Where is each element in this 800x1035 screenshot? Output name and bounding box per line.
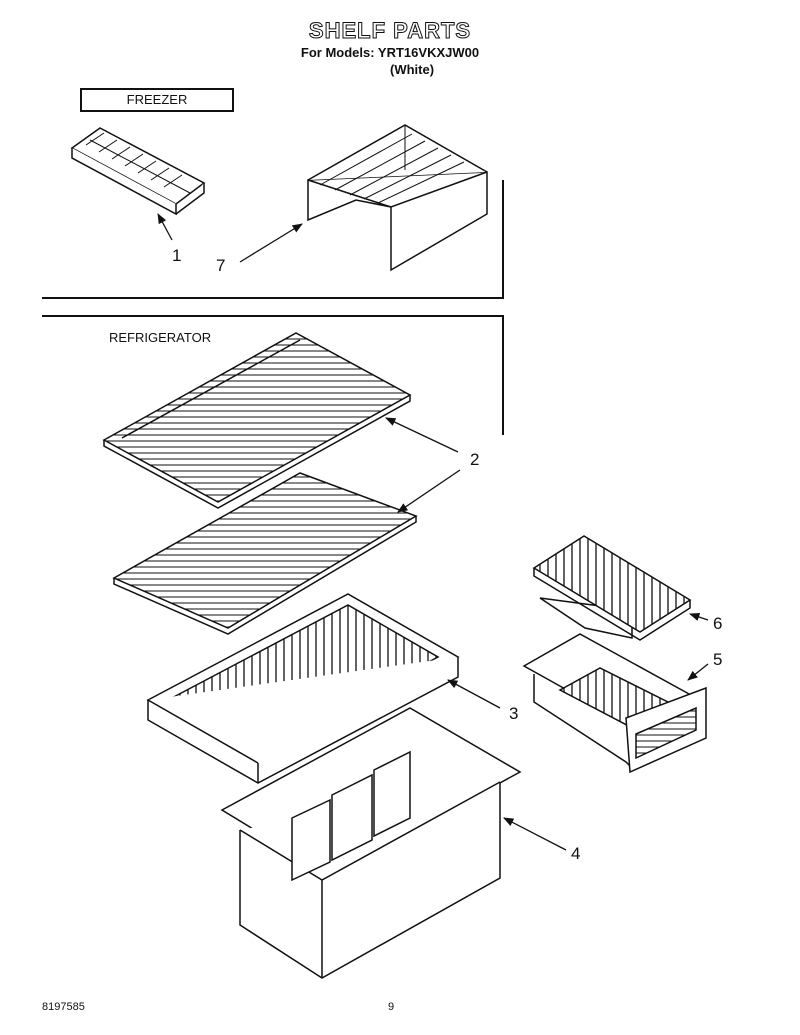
callout-1: 1	[172, 246, 182, 265]
page-title: SHELF PARTS	[308, 18, 472, 44]
model-line: For Models: YRT16VKXJW00	[300, 45, 480, 60]
refrigerator-wire-shelf-lower	[114, 473, 416, 634]
callout-5: 5	[713, 650, 723, 669]
freezer-section-label: FREEZER	[80, 88, 234, 112]
callout-7: 7	[216, 256, 226, 275]
color-note: (White)	[390, 62, 435, 77]
page-number: 9	[388, 1001, 395, 1013]
section-dividers	[42, 180, 503, 435]
refrigerator-wire-shelf-upper	[104, 333, 410, 508]
callout-4: 4	[571, 844, 581, 863]
callout-2: 2	[470, 450, 480, 469]
small-wire-shelf-part	[534, 536, 690, 640]
callout-3: 3	[509, 704, 519, 723]
meat-keeper-drawer-part	[524, 634, 706, 772]
crisper-drawer-part	[222, 708, 520, 978]
callout-6: 6	[713, 614, 723, 633]
freezer-wire-shelf-part	[308, 125, 487, 270]
leader-arrows	[158, 213, 708, 850]
ice-tray-part	[72, 128, 204, 214]
document-number: 8197585	[42, 1001, 85, 1013]
refrigerator-section-label: REFRIGERATOR	[109, 330, 212, 345]
crisper-cover-part	[148, 594, 458, 783]
